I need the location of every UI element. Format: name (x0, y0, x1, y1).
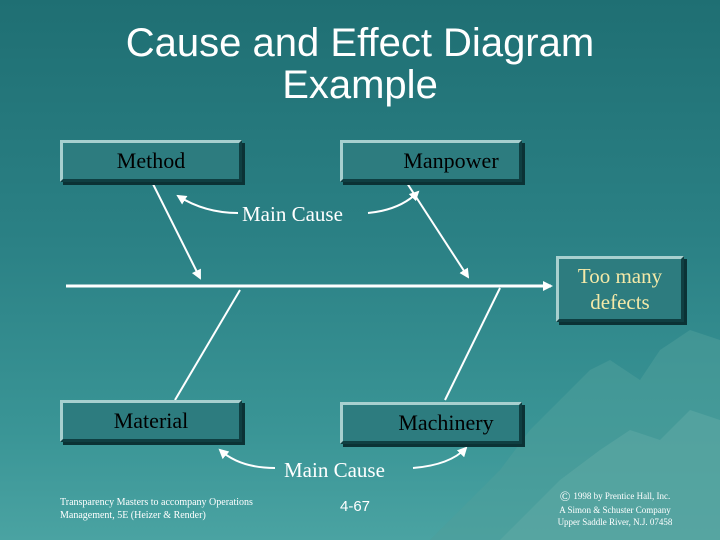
curve-arrow-top-left (176, 194, 239, 214)
effect-line-2: defects (590, 290, 650, 314)
footer-left-line-1: Transparency Masters to accompany Operat… (60, 497, 253, 508)
cause-box-machinery: Machinery (340, 402, 522, 444)
page-number: 4-67 (340, 498, 371, 515)
effect-box: Too many defects (556, 256, 684, 322)
title-line-2: Example (282, 63, 438, 107)
method-bone (149, 177, 201, 280)
footer-citation: Transparency Masters to accompany Operat… (60, 496, 290, 522)
effect-line-1: Too many (577, 264, 663, 288)
cause-box-method: Method (60, 140, 242, 182)
main-cause-label-bottom: Main Cause (284, 458, 385, 482)
footer-right-line-2: A Simon & Schuster Company (559, 505, 671, 515)
cause-box-material: Material (60, 400, 242, 442)
main-cause-label-top: Main Cause (242, 202, 343, 226)
cause-label-manpower: Manpower (403, 148, 499, 173)
machinery-bone (444, 287, 501, 401)
title-line-1: Cause and Effect Diagram (125, 21, 595, 65)
curve-arrow-top-right (367, 190, 420, 214)
footer-copyright: ©1998 by Prentice Hall, Inc. A Simon & S… (540, 490, 690, 528)
footer-right-line-3: Upper Saddle River, N.J. 07458 (557, 517, 673, 527)
curve-arrow-bottom-left (218, 448, 276, 469)
cause-label-method: Method (116, 148, 186, 173)
cause-label-material: Material (113, 408, 189, 433)
footer-right-line-1-text: 1998 by Prentice Hall, Inc. (573, 491, 671, 501)
footer-left-line-2: Management, 5E (Heizer & Render) (60, 510, 206, 521)
material-bone (174, 289, 241, 401)
copyright-icon: © (559, 490, 571, 505)
curve-arrow-bottom-right (412, 446, 468, 469)
cause-box-manpower: Manpower (340, 140, 522, 182)
footer-right-line-1: ©1998 by Prentice Hall, Inc. (540, 490, 690, 505)
cause-label-machinery: Machinery (398, 410, 494, 435)
slide-title: Cause and Effect Diagram Example (0, 22, 720, 106)
